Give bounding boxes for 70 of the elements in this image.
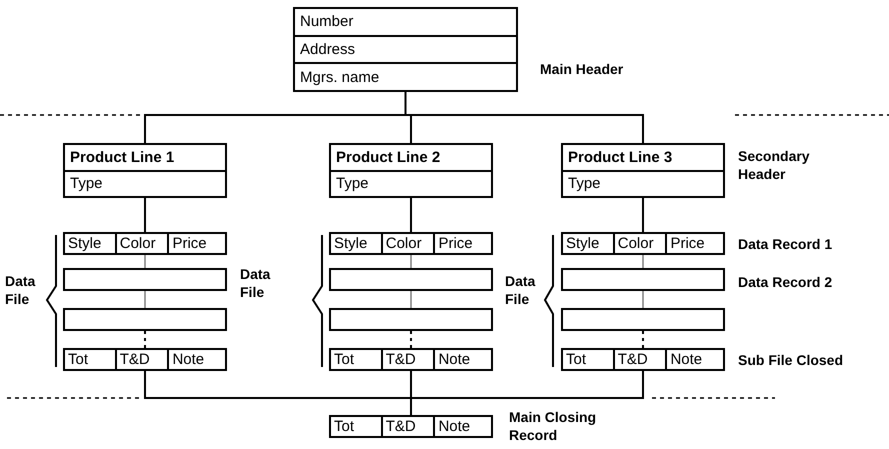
field-name: Tot (334, 352, 354, 367)
connector-line (410, 371, 644, 415)
header-box (329, 143, 493, 198)
connector-line (642, 291, 644, 308)
header-title: Product Line 1 (70, 150, 174, 165)
connector-line (410, 255, 412, 268)
field-name: Tot (334, 419, 354, 434)
field-name: Type (336, 176, 369, 192)
field-name: Note (438, 352, 470, 367)
section-label: Sub File Closed (738, 351, 844, 369)
record-box (329, 348, 493, 371)
field-name: Color (386, 236, 422, 251)
section-label: Main Header (540, 60, 624, 78)
section-label: Main Closing Record (509, 408, 598, 444)
field-name: T&D (120, 352, 150, 367)
field-name: T&D (618, 352, 648, 367)
connector-line (144, 255, 146, 268)
field-name: Mgrs. name (300, 70, 380, 85)
connector-line (404, 92, 644, 143)
record-box (63, 308, 227, 331)
section-label: Data Record 2 (738, 273, 834, 291)
connector-line (410, 331, 412, 348)
field-name: Note (438, 419, 470, 434)
field-name: Color (120, 236, 156, 251)
section-label: Data Record 1 (738, 235, 834, 253)
field-name: Style (566, 236, 600, 251)
record-box (561, 308, 725, 331)
section-label: Data File (5, 272, 36, 308)
record-box (561, 268, 725, 291)
field-name: Note (670, 352, 702, 367)
record-box (63, 348, 227, 371)
header-title: Product Line 3 (568, 150, 672, 165)
connector-line (642, 198, 644, 232)
connector-line (642, 331, 644, 348)
section-label: Secondary Header (738, 147, 811, 183)
field-name: Type (568, 176, 601, 192)
connector-line (144, 291, 146, 308)
connector-line (410, 198, 412, 232)
field-name: T&D (386, 352, 416, 367)
field-name: Type (70, 176, 103, 192)
field-name: Note (172, 352, 204, 367)
record-box (329, 232, 493, 255)
record-box (329, 268, 493, 291)
header-box (63, 143, 227, 198)
connector-line (144, 331, 146, 348)
field-name: Color (618, 236, 654, 251)
header-title: Product Line 2 (336, 150, 440, 165)
record-box (561, 232, 725, 255)
record-box (63, 232, 227, 255)
record-box (329, 308, 493, 331)
field-name: Tot (566, 352, 586, 367)
header-box (293, 7, 518, 92)
connector-line (410, 291, 412, 308)
field-name: T&D (386, 419, 416, 434)
field-name: Number (300, 14, 354, 30)
field-name: Tot (68, 352, 88, 367)
field-name: Price (438, 236, 473, 251)
section-label: Data File (240, 265, 272, 301)
record-box (329, 415, 493, 438)
connector-line (144, 198, 146, 232)
field-name: Style (334, 236, 368, 251)
record-box (561, 348, 725, 371)
record-box (63, 268, 227, 291)
field-name: Price (670, 236, 705, 251)
field-name: Style (68, 236, 102, 251)
connector-line (642, 255, 644, 268)
section-label: Data File (505, 272, 536, 308)
header-box (561, 143, 725, 198)
field-name: Price (172, 236, 207, 251)
field-name: Address (300, 42, 356, 57)
